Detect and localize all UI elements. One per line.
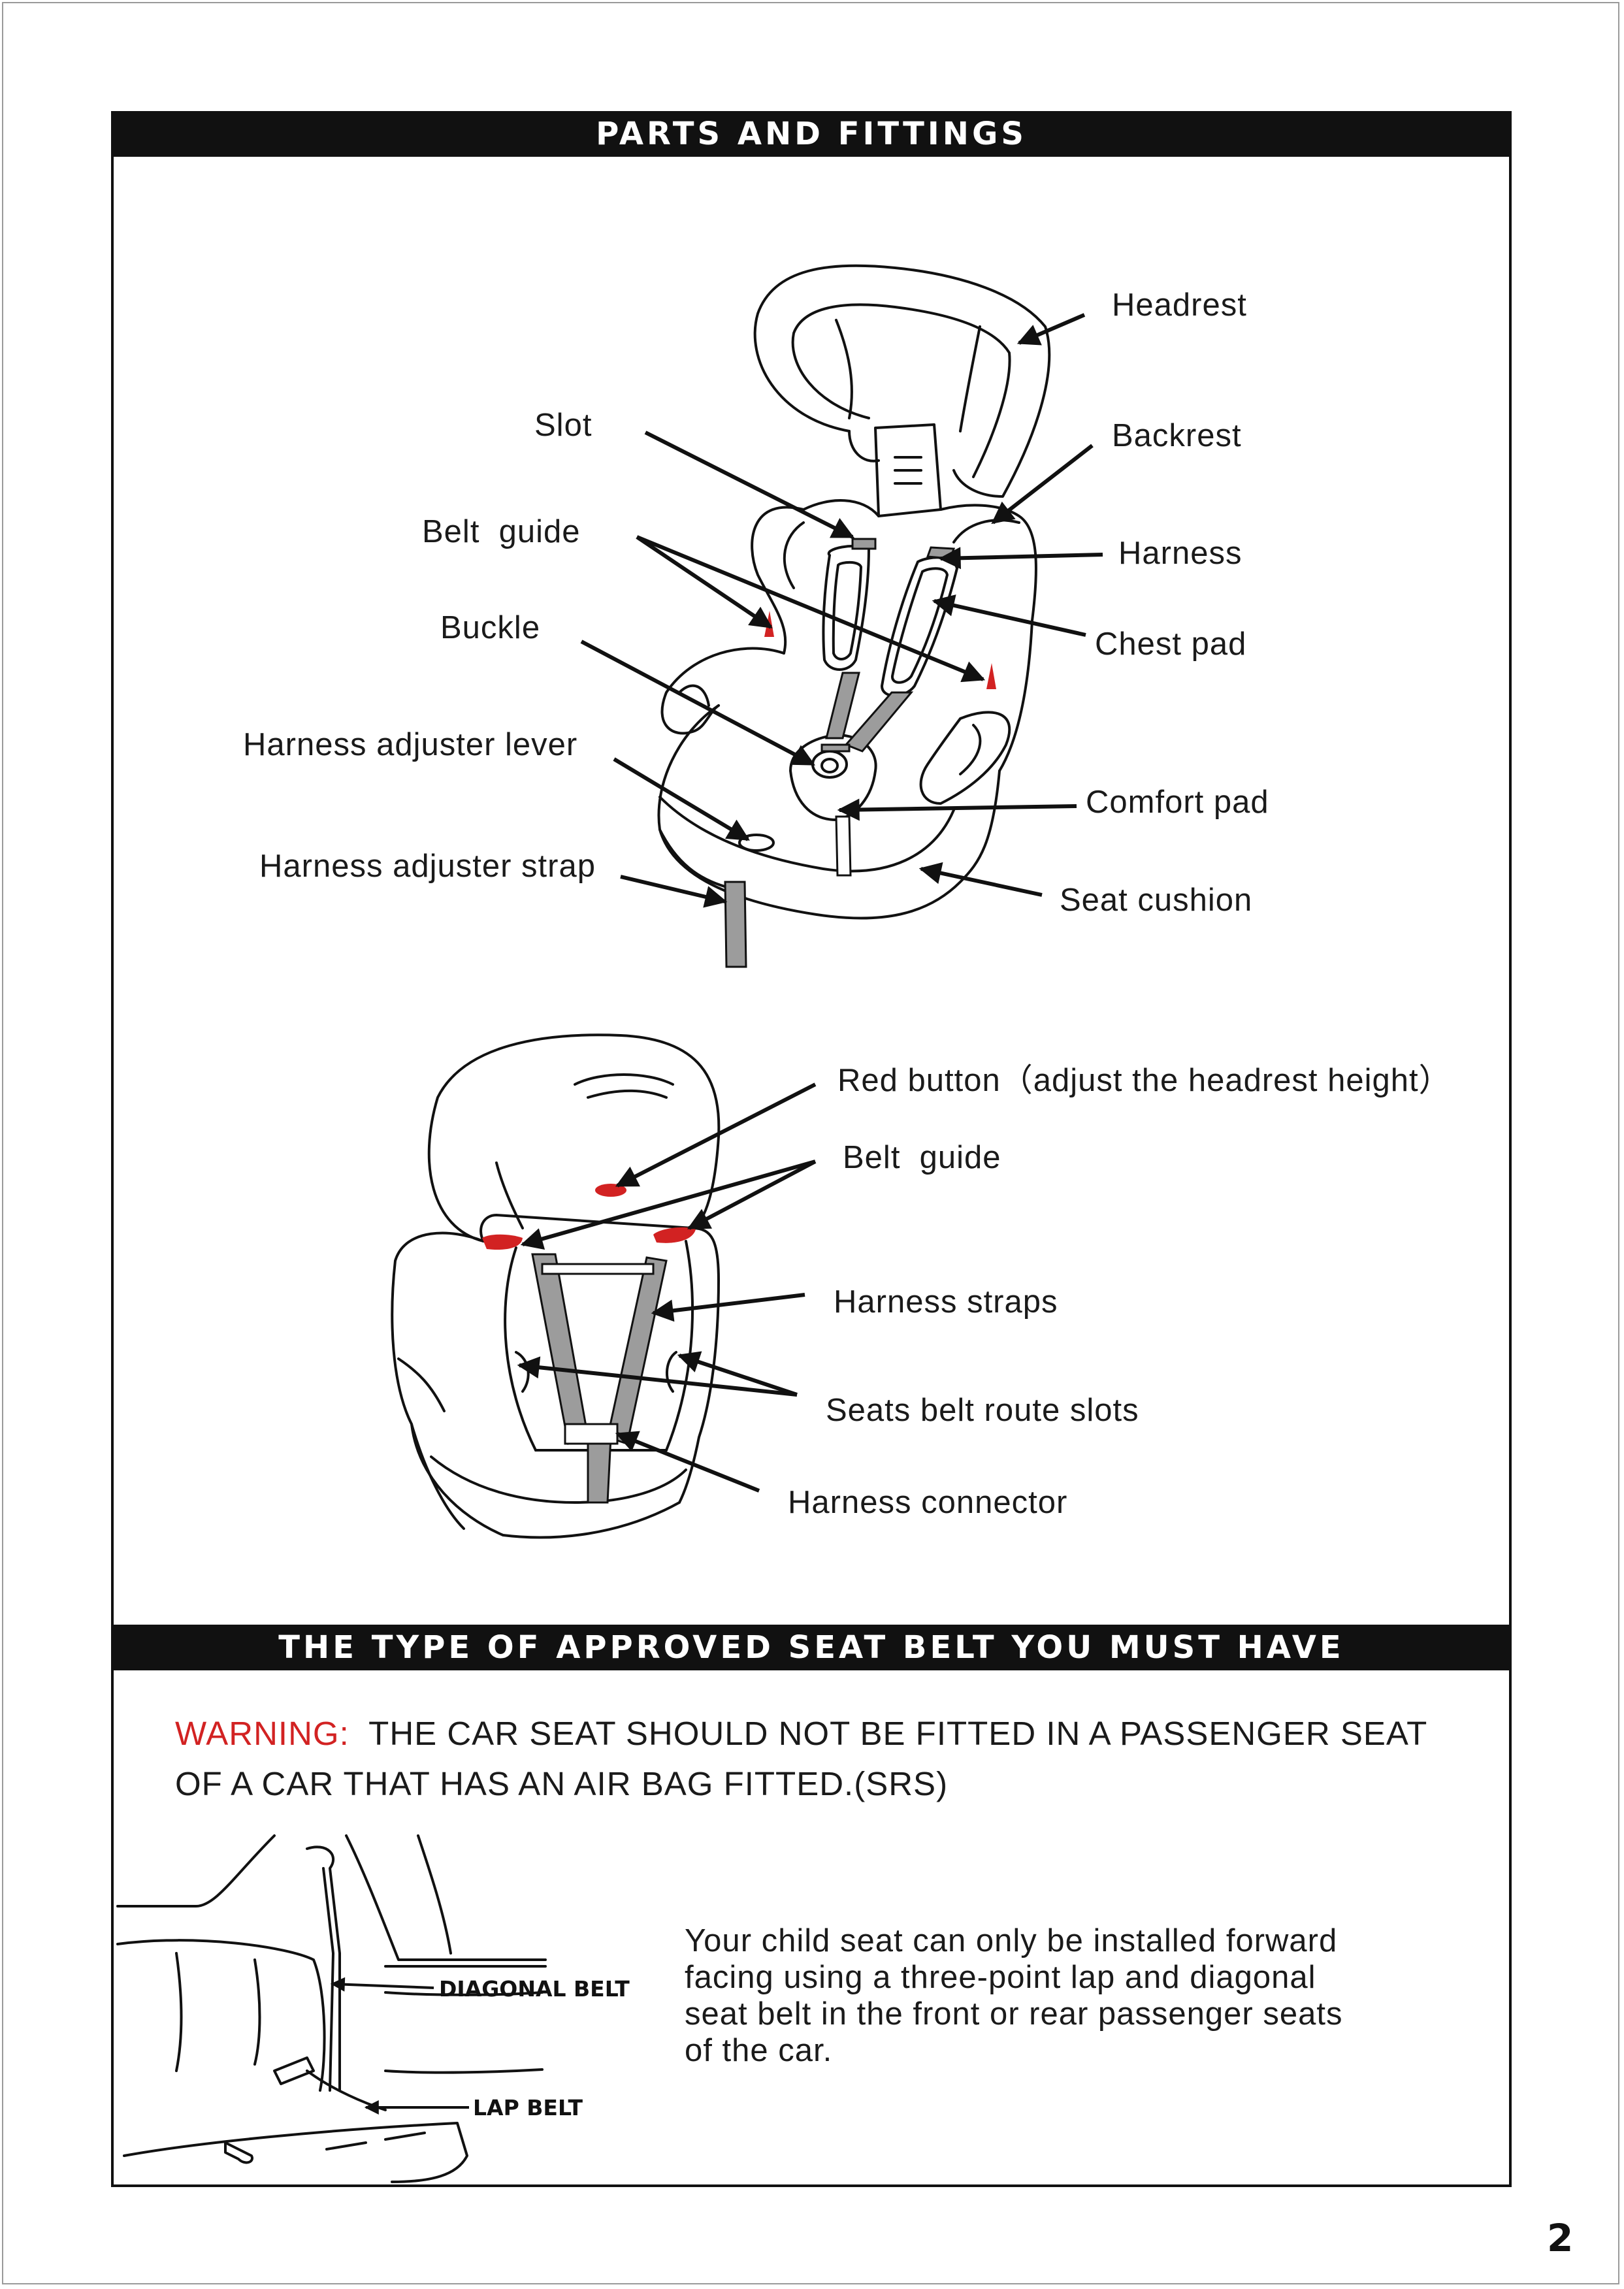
arrow-headrest [1016,313,1086,346]
vehicle-belt-illustration [116,1834,547,2183]
warning-separator: : [339,1715,349,1752]
arrow-harness-connector [615,1431,760,1493]
arrow-route-slot-right [677,1351,798,1397]
install-line: facing using a three-point lap and diago… [685,1960,1316,1995]
arrow-chest-pad [932,594,1086,637]
label-seat-cushion: Seat cushion [1060,883,1253,918]
label-harness-adjuster-strap: Harness adjuster strap [259,849,596,884]
airbag-warning: WARNING: THE CAR SEAT SHOULD NOT BE FITT… [175,1708,1482,1809]
install-line: of the car. [685,2033,833,2068]
label-booster-belt-guide: Belt guide [843,1140,1001,1175]
arrow-adjuster-lever [613,757,750,841]
label-chest-pad: Chest pad [1095,626,1247,662]
arrow-belt-guide-right [636,535,986,683]
parts-section-header: PARTS AND FITTINGS [111,111,1512,157]
arrow-route-slot-left [517,1356,798,1397]
label-harness-connector: Harness connector [788,1485,1068,1520]
install-line: Your child seat can only be installed fo… [685,1923,1338,1958]
label-harness-straps: Harness straps [834,1284,1058,1320]
harness-seat-illustration [657,264,1051,920]
label-seat-belt-route-slots: Seats belt route slots [826,1393,1139,1428]
label-comfort-pad: Comfort pad [1086,785,1269,820]
warning-text: THE CAR SEAT SHOULD NOT BE FITTED IN A P… [175,1715,1437,1802]
label-backrest: Backrest [1112,418,1242,453]
arrow-booster-belt-guide-left [520,1160,816,1250]
installation-instructions: Your child seat can only be installed fo… [685,1923,1436,2069]
label-harness: Harness [1118,536,1242,571]
page-number: 2 [1547,2216,1574,2260]
arrow-belt-guide-left [636,535,773,629]
label-slot: Slot [534,408,593,443]
label-harness-adjuster-lever: Harness adjuster lever [243,727,578,762]
label-red-button: Red button（adjust the headrest height） [837,1063,1452,1098]
arrow-diagonal-belt [330,1977,434,1992]
label-belt-guide: Belt guide [422,514,581,549]
belt-guide-right-red [986,663,996,689]
arrow-harness [938,547,1103,570]
install-line: seat belt in the front or rear passenger… [685,1996,1343,2032]
arrow-comfort-pad [837,798,1077,821]
arrow-red-button [615,1082,817,1188]
label-buckle: Buckle [440,610,541,645]
arrow-backrest [991,444,1094,525]
belt-section-header: THE TYPE OF APPROVED SEAT BELT YOU MUST … [111,1625,1512,1670]
arrow-booster-belt-guide-right [687,1160,817,1230]
label-headrest: Headrest [1112,287,1247,323]
arrow-seat-cushion [918,862,1043,897]
arrow-slot [644,430,855,539]
harness-strap-shapes [724,538,956,968]
arrow-adjuster-strap [620,875,728,908]
warning-prefix: WARNING [175,1715,340,1752]
label-diagonal-belt: DIAGONAL BELT [439,1976,630,2002]
arrow-harness-straps [651,1293,805,1322]
arrow-buckle [580,640,816,766]
label-lap-belt: LAP BELT [473,2095,583,2120]
